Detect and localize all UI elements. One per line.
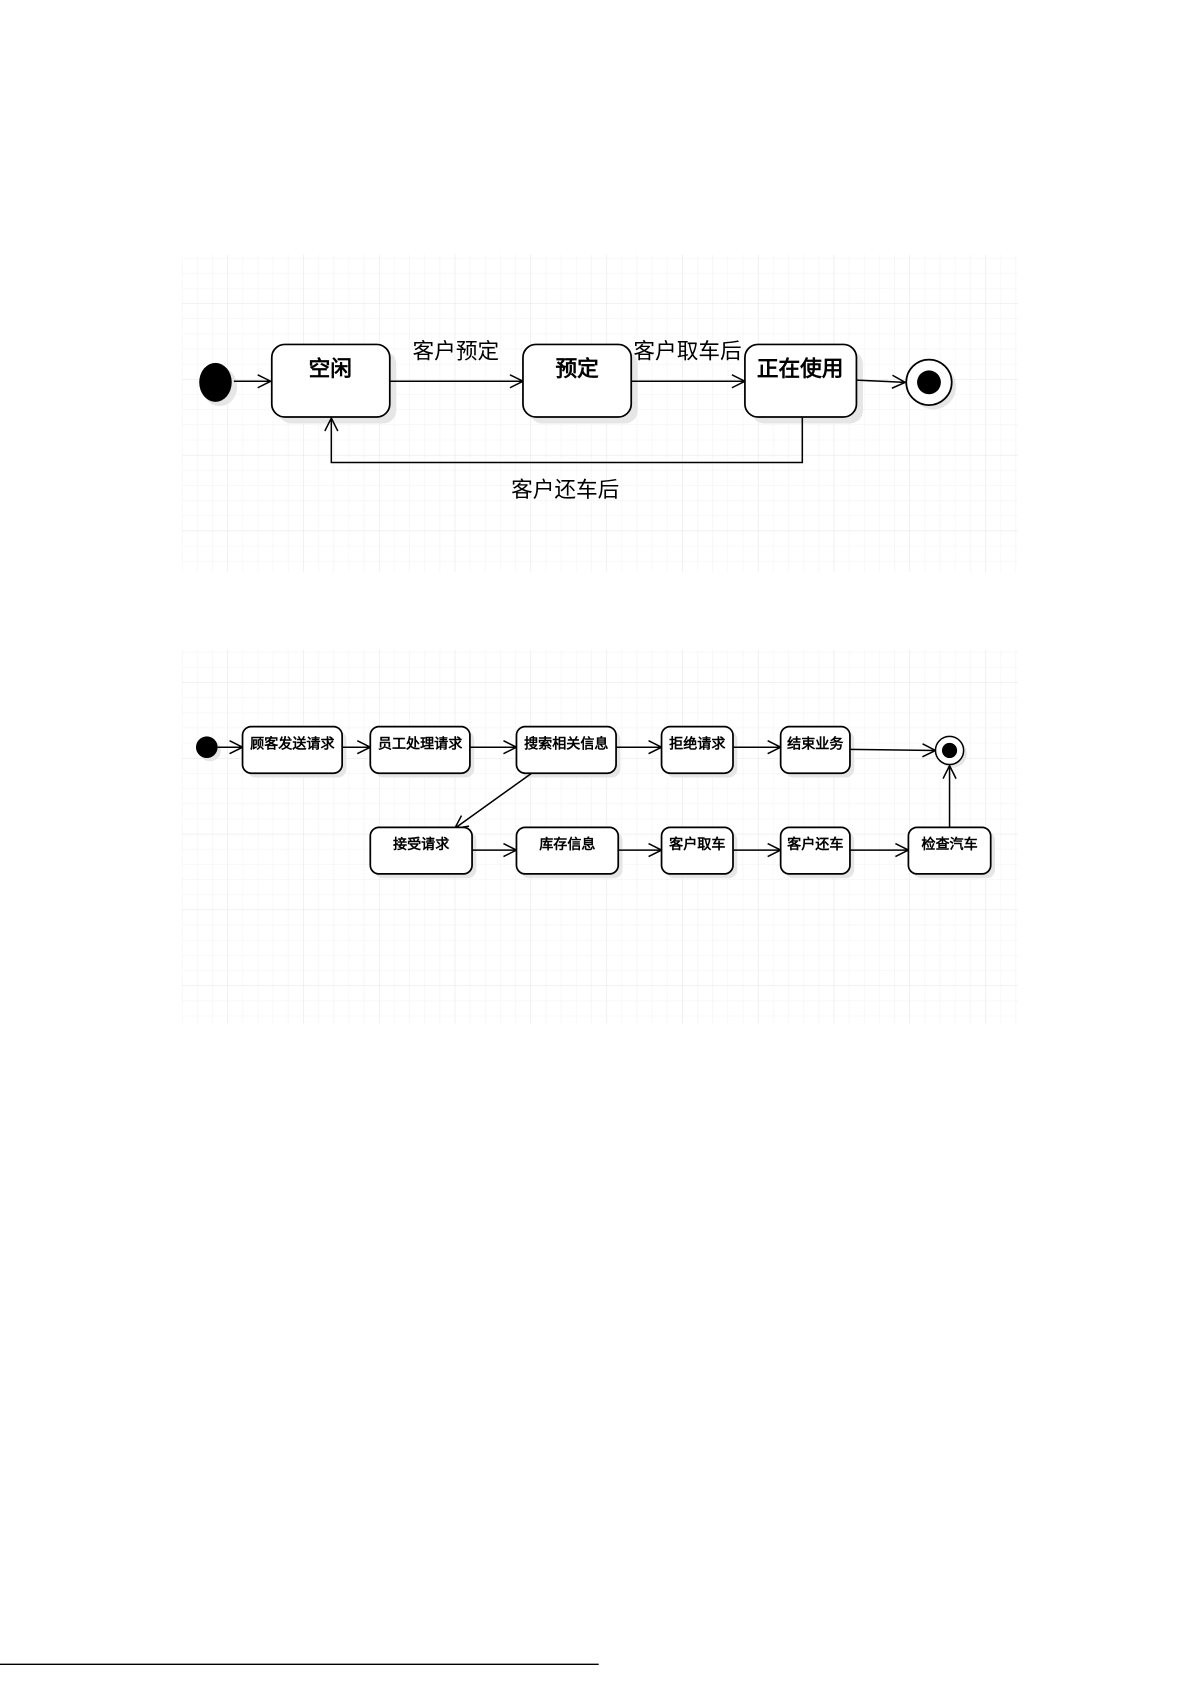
activity-label: 客户还车: [786, 836, 843, 853]
state-label: 空闲: [309, 356, 352, 382]
transition-label: 客户预定: [413, 340, 500, 365]
activity-label: 结束业务: [787, 735, 844, 752]
activity-label: 顾客发送请求: [250, 735, 335, 752]
transition-label: 客户还车后: [511, 478, 619, 503]
activity-label: 拒绝请求: [669, 735, 726, 752]
activity-label: 员工处理请求: [378, 735, 463, 752]
activity-box: [241, 725, 344, 775]
activity-label: 搜索相关信息: [524, 735, 608, 752]
state-label: 正在使用: [757, 356, 844, 382]
state-label: 预定: [555, 356, 599, 382]
activity-label: 接受请求: [393, 836, 450, 853]
activity-box: [660, 725, 734, 775]
state-diagram-car: 空闲 客户预定 预定 客户取车后 正在使用 客户还车后: [181, 254, 1018, 572]
activity-diagram-rental: 顾客发送请求 员工处理请求 搜索相关信息 拒绝请求 结束业务 接受请求 库存信息: [181, 649, 1018, 1024]
initial-node: [195, 736, 218, 759]
activity-label: 库存信息: [539, 836, 595, 853]
activity-box: [369, 725, 471, 775]
transition-label: 客户取车后: [633, 340, 741, 365]
activity-label: 检查汽车: [921, 836, 977, 853]
activity-label: 客户取车: [668, 836, 725, 853]
activity-box: [515, 725, 617, 775]
return-transition: [331, 417, 804, 464]
initial-state: [199, 362, 232, 402]
